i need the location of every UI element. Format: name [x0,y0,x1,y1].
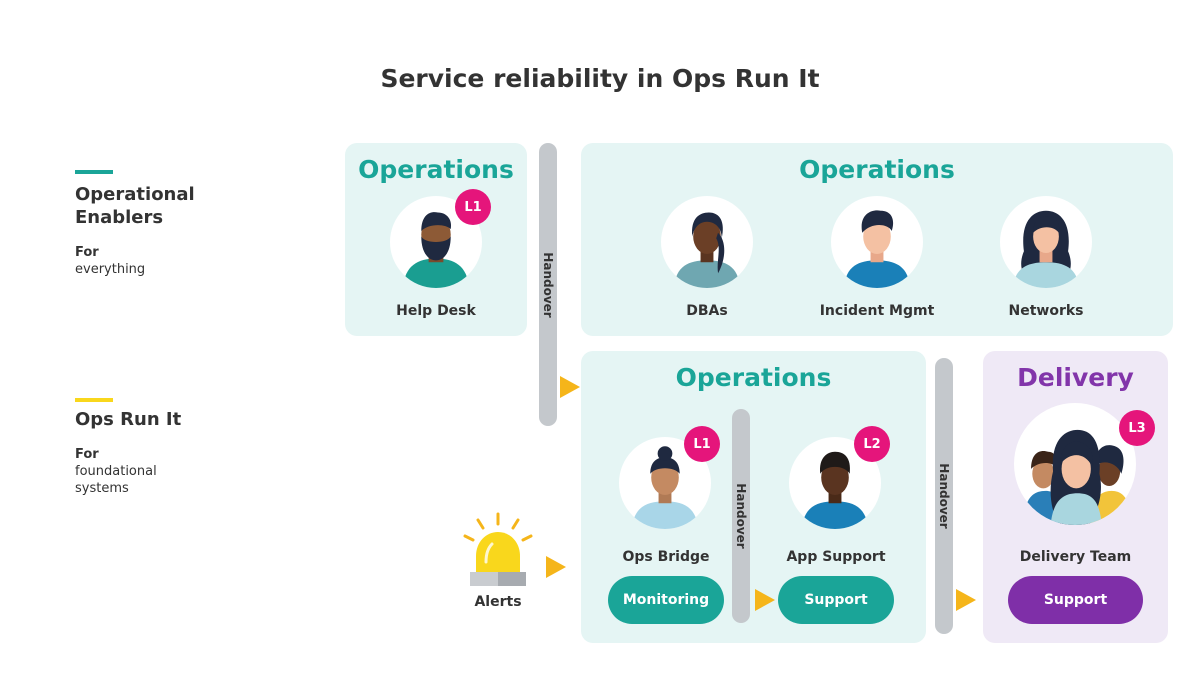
panel-delivery: Delivery L3 Delivery Team Support [983,351,1168,643]
dbas-avatar-icon [661,196,753,288]
handover-label: Handover [734,483,748,549]
legend-sub-runit: For foundational systems [75,446,157,497]
legend-title-line1: Operational [75,184,195,205]
team-label: Incident Mgmt [819,303,935,319]
handover-label: Handover [541,251,555,318]
app-support-avatar-icon [789,437,881,529]
panel-title: Operations [675,363,832,392]
handover-bar: Handover [539,143,557,426]
legend-title-enablers: Operational Enablers [75,183,195,229]
siren-icon [462,512,534,590]
panel-operational-enablers: Operations DBAs Incident Mgmt Networks [581,143,1173,336]
handover-label: Handover [937,463,951,529]
panel-title: Operations [358,155,514,184]
delivery-support-button[interactable]: Support [1008,576,1143,624]
legend-bar-enablers [75,170,113,174]
panel-ops-run-it: Operations L1 Ops Bridge Monitoring Hand… [581,351,926,643]
arrow-icon [560,376,580,398]
panel-title: Operations [799,155,955,184]
level-badge: L1 [455,189,491,225]
alerts-label: Alerts [474,594,522,610]
team-label: Help Desk [396,303,476,319]
diagram-title: Service reliability in Ops Run It [380,64,820,93]
incident-mgmt-avatar-icon [831,196,923,288]
delivery-team-avatar-icon [1014,403,1136,525]
arrow-icon [546,556,566,578]
support-button[interactable]: Support [778,576,894,624]
team-label: Delivery Team [1019,549,1132,565]
team-label: App Support [786,549,886,565]
team-label: Ops Bridge [622,549,710,565]
legend-sub-line1: foundational [75,464,157,479]
handover-bar: Handover [732,409,750,623]
legend-sub-line1: everything [75,262,146,277]
arrow-icon [956,589,976,611]
level-badge: L2 [854,426,890,462]
level-badge: L3 [1119,410,1155,446]
team-label: DBAs [686,303,728,319]
legend-title-runit: Ops Run It [75,409,182,430]
panel-help-desk: Operations L1 Help Desk [345,143,527,336]
legend-sub-bold: For [75,245,99,260]
panel-title: Delivery [1017,363,1134,392]
legend-sub-line2: systems [75,481,129,496]
monitoring-button[interactable]: Monitoring [608,576,724,624]
team-label: Networks [1008,303,1084,319]
arrow-icon [755,589,775,611]
legend-sub-bold: For [75,447,99,462]
legend-title-line2: Enablers [75,207,164,228]
networks-avatar-icon [1000,196,1092,288]
handover-bar: Handover [935,358,953,634]
legend-bar-runit [75,398,113,402]
level-badge: L1 [684,426,720,462]
legend-sub-enablers: For everything [75,244,145,278]
